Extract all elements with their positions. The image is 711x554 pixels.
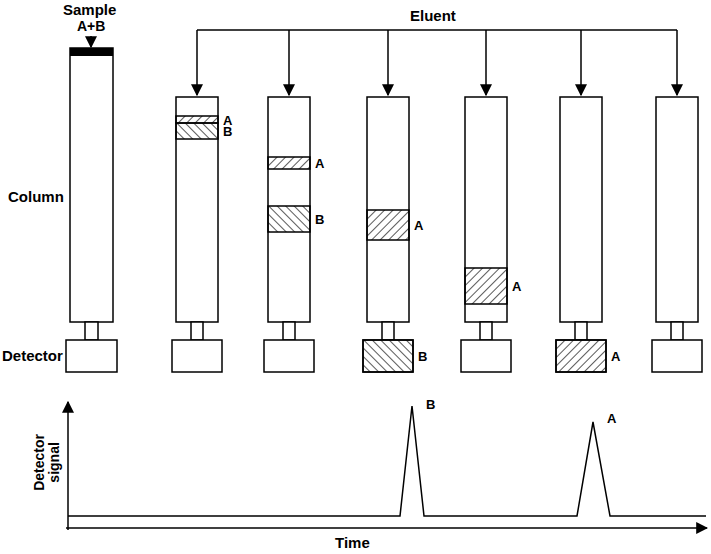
stem (382, 322, 394, 340)
column (465, 97, 507, 322)
stem (283, 322, 295, 340)
detector-box (66, 340, 117, 372)
component-letter: A (611, 350, 620, 363)
axis-label: Time (335, 535, 370, 552)
detector-label: Detector (2, 348, 63, 365)
band-fill (363, 340, 413, 372)
x-axis (66, 527, 707, 529)
detectors (66, 340, 702, 372)
sample-arrow (90, 36, 92, 47)
hatched-rect (367, 210, 409, 240)
stems (85, 322, 683, 340)
band-fill (465, 268, 507, 304)
column-label: Column (8, 189, 64, 206)
hatched-rect (363, 340, 413, 372)
hatched-rect (268, 206, 310, 232)
component-letter: A (315, 157, 324, 170)
stem (85, 322, 98, 340)
detector-filled: B (363, 340, 413, 372)
columns (70, 48, 698, 322)
detector-filled: A (556, 340, 606, 372)
eluent-arrow (580, 30, 582, 95)
sample-band (70, 48, 113, 56)
eluent-arrow (485, 30, 487, 95)
detector-box (556, 340, 606, 372)
band: A (367, 210, 409, 240)
peak-label: A (607, 412, 616, 426)
column (70, 48, 113, 322)
band: B (176, 123, 218, 139)
eluent-arrow (676, 30, 678, 95)
detector-box (363, 340, 413, 372)
band-fill (176, 123, 218, 139)
band-fill (268, 206, 310, 232)
component-letter: B (418, 350, 427, 363)
column (560, 97, 602, 322)
band: B (268, 206, 310, 232)
band: A (268, 157, 310, 169)
component-letter: B (315, 213, 324, 226)
band-fill (268, 157, 310, 169)
band-fill (556, 340, 606, 372)
hatched-rect (465, 268, 507, 304)
eluent-label: Eluent (410, 8, 456, 25)
peak-label: B (426, 398, 435, 412)
column (176, 97, 218, 322)
eluent-arrow (288, 30, 290, 95)
column (367, 97, 409, 322)
stem (575, 322, 587, 340)
detector-box (264, 340, 314, 372)
component-letter: B (223, 125, 232, 138)
band-fill (367, 210, 409, 240)
detector-box (461, 340, 511, 372)
component-letter: A (512, 280, 521, 293)
hatched-rect (176, 123, 218, 139)
stem (671, 322, 683, 340)
hatched-rect (176, 116, 218, 123)
sample-label: A+B (77, 19, 105, 34)
axis-label: Detector signal (32, 427, 63, 497)
band-fill (176, 116, 218, 123)
y-axis (67, 402, 69, 530)
signal-plot (66, 402, 707, 530)
band: A (176, 116, 218, 123)
component-letter: A (414, 219, 423, 232)
band: A (465, 268, 507, 304)
eluent-bar (197, 29, 677, 31)
eluent-feed (91, 30, 677, 95)
column (656, 97, 698, 322)
stem (480, 322, 492, 340)
eluent-arrow (196, 30, 198, 95)
hatched-rect (268, 157, 310, 169)
signal-trace (68, 406, 706, 516)
hatched-rect (556, 340, 606, 372)
sample-label: Sample (63, 2, 116, 19)
detector-box (652, 340, 702, 372)
stem (191, 322, 203, 340)
eluent-arrow (387, 30, 389, 95)
column (268, 97, 310, 322)
detector-box (172, 340, 222, 372)
